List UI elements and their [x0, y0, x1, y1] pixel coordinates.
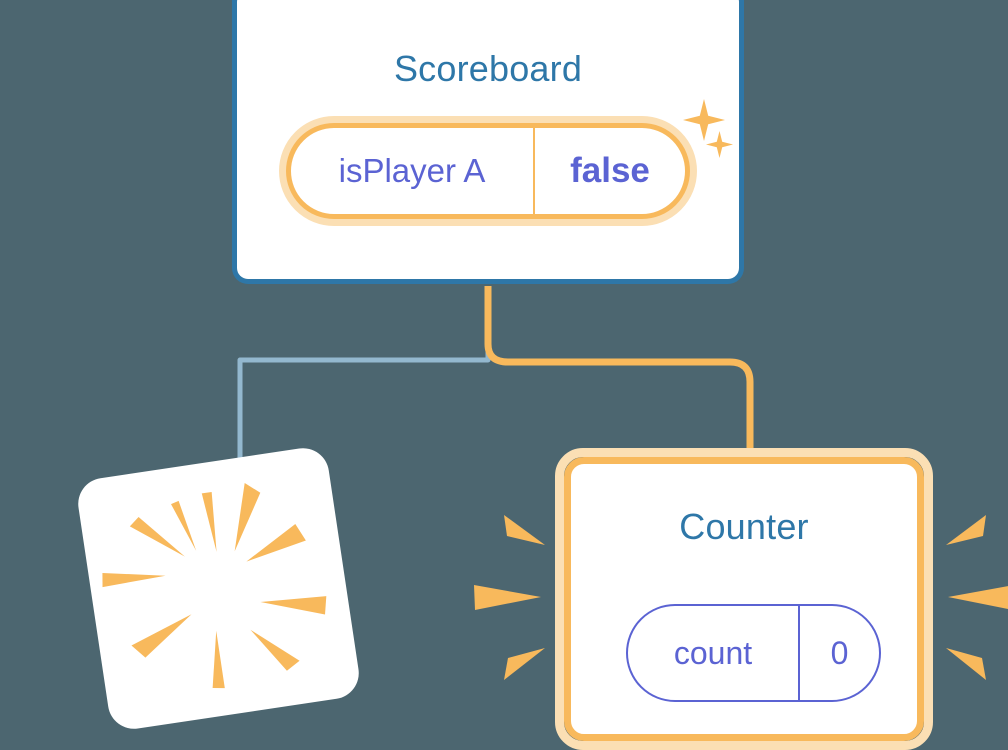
state-pill-key: count: [628, 606, 800, 700]
counter-ray-right: [948, 586, 1008, 609]
burst-ray: [129, 517, 185, 557]
state-pill-value: 0: [830, 634, 849, 671]
connector-scoreboard-to-counter: [484, 286, 754, 462]
counter-ray-right: [946, 648, 986, 680]
burst-ray: [234, 482, 261, 552]
burst-ray: [131, 614, 192, 658]
burst-rays-icon: [102, 482, 327, 689]
state-pill-highlight-glow: [279, 116, 697, 226]
counter-state-pill[interactable]: count 0: [626, 604, 881, 702]
counter-ray-right: [946, 515, 986, 545]
burst-ray: [250, 629, 300, 671]
counter-ray-left: [474, 585, 541, 610]
burst-ray: [171, 500, 197, 551]
burst-ray: [201, 491, 217, 552]
state-pill-body: isPlayer A false: [286, 123, 690, 219]
counter-title: Counter: [679, 506, 809, 547]
burst-ray: [260, 596, 327, 615]
scoreboard-title: Scoreboard: [393, 48, 583, 89]
burst-ray: [212, 630, 225, 689]
burst-ray: [102, 572, 166, 588]
state-pill-value: false: [570, 151, 650, 190]
rerendered-component-card[interactable]: [74, 444, 363, 733]
burst-ray: [246, 523, 306, 562]
counter-ray-left: [504, 648, 545, 680]
scoreboard-component-card[interactable]: Scoreboard isPlayer A false: [232, 0, 744, 284]
counter-component-card[interactable]: Counter count 0: [555, 448, 933, 750]
scoreboard-state-pill[interactable]: isPlayer A false: [279, 116, 697, 226]
counter-card-inner-border: Counter count 0: [564, 457, 924, 741]
state-pill-key: isPlayer A: [291, 128, 535, 214]
counter-ray-left: [504, 515, 545, 545]
